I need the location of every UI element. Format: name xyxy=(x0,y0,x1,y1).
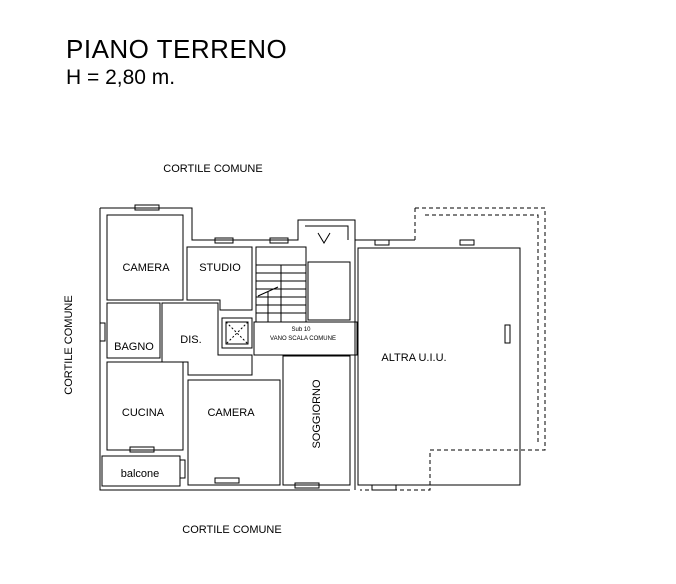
room-bagno: BAGNO xyxy=(114,341,154,353)
room-studio: STUDIO xyxy=(199,262,241,274)
label-cortile-top: CORTILE COMUNE xyxy=(163,163,262,175)
label-cortile-bottom: CORTILE COMUNE xyxy=(182,524,281,536)
label-vano-scala: VANO SCALA COMUNE xyxy=(270,336,336,342)
room-soggiorno: SOGGIORNO xyxy=(311,379,323,449)
room-balcone: balcone xyxy=(121,468,160,480)
room-dis: DIS. xyxy=(180,334,201,346)
ceiling-height: H = 2,80 m. xyxy=(66,66,176,89)
windows xyxy=(99,204,511,491)
plan-title: PIANO TERRENO xyxy=(66,34,288,64)
label-altra-uiu: ALTRA U.I.U. xyxy=(381,352,446,364)
label-sub: Sub 10 xyxy=(291,327,311,333)
room-cucina: CUCINA xyxy=(122,407,165,419)
label-cortile-left: CORTILE COMUNE xyxy=(63,295,75,394)
room-camera-2: CAMERA xyxy=(207,407,255,419)
room-camera-1: CAMERA xyxy=(122,262,170,274)
stair-treads xyxy=(256,264,306,322)
walls xyxy=(99,204,546,491)
